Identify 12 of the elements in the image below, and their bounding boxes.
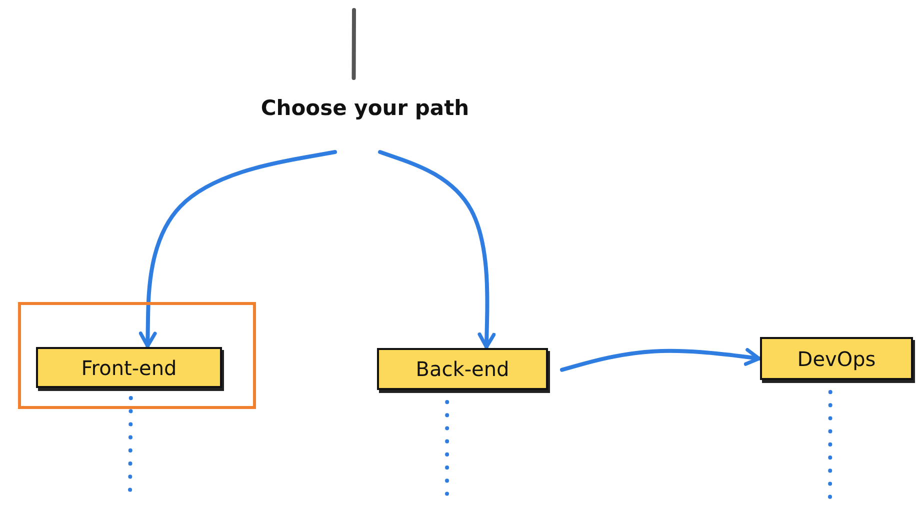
dotted-line [445, 400, 450, 498]
arrow [378, 150, 496, 349]
dotted-line [128, 396, 133, 495]
line [352, 8, 356, 80]
arrow [560, 348, 761, 372]
step-label: Front-end [36, 347, 222, 388]
highlight-frame [18, 302, 256, 409]
dotted-line [828, 390, 832, 502]
step-label: DevOps [760, 337, 913, 380]
step-label: Back-end [377, 348, 548, 390]
arrow [138, 150, 337, 348]
heading-text: Choose your path [260, 96, 470, 120]
